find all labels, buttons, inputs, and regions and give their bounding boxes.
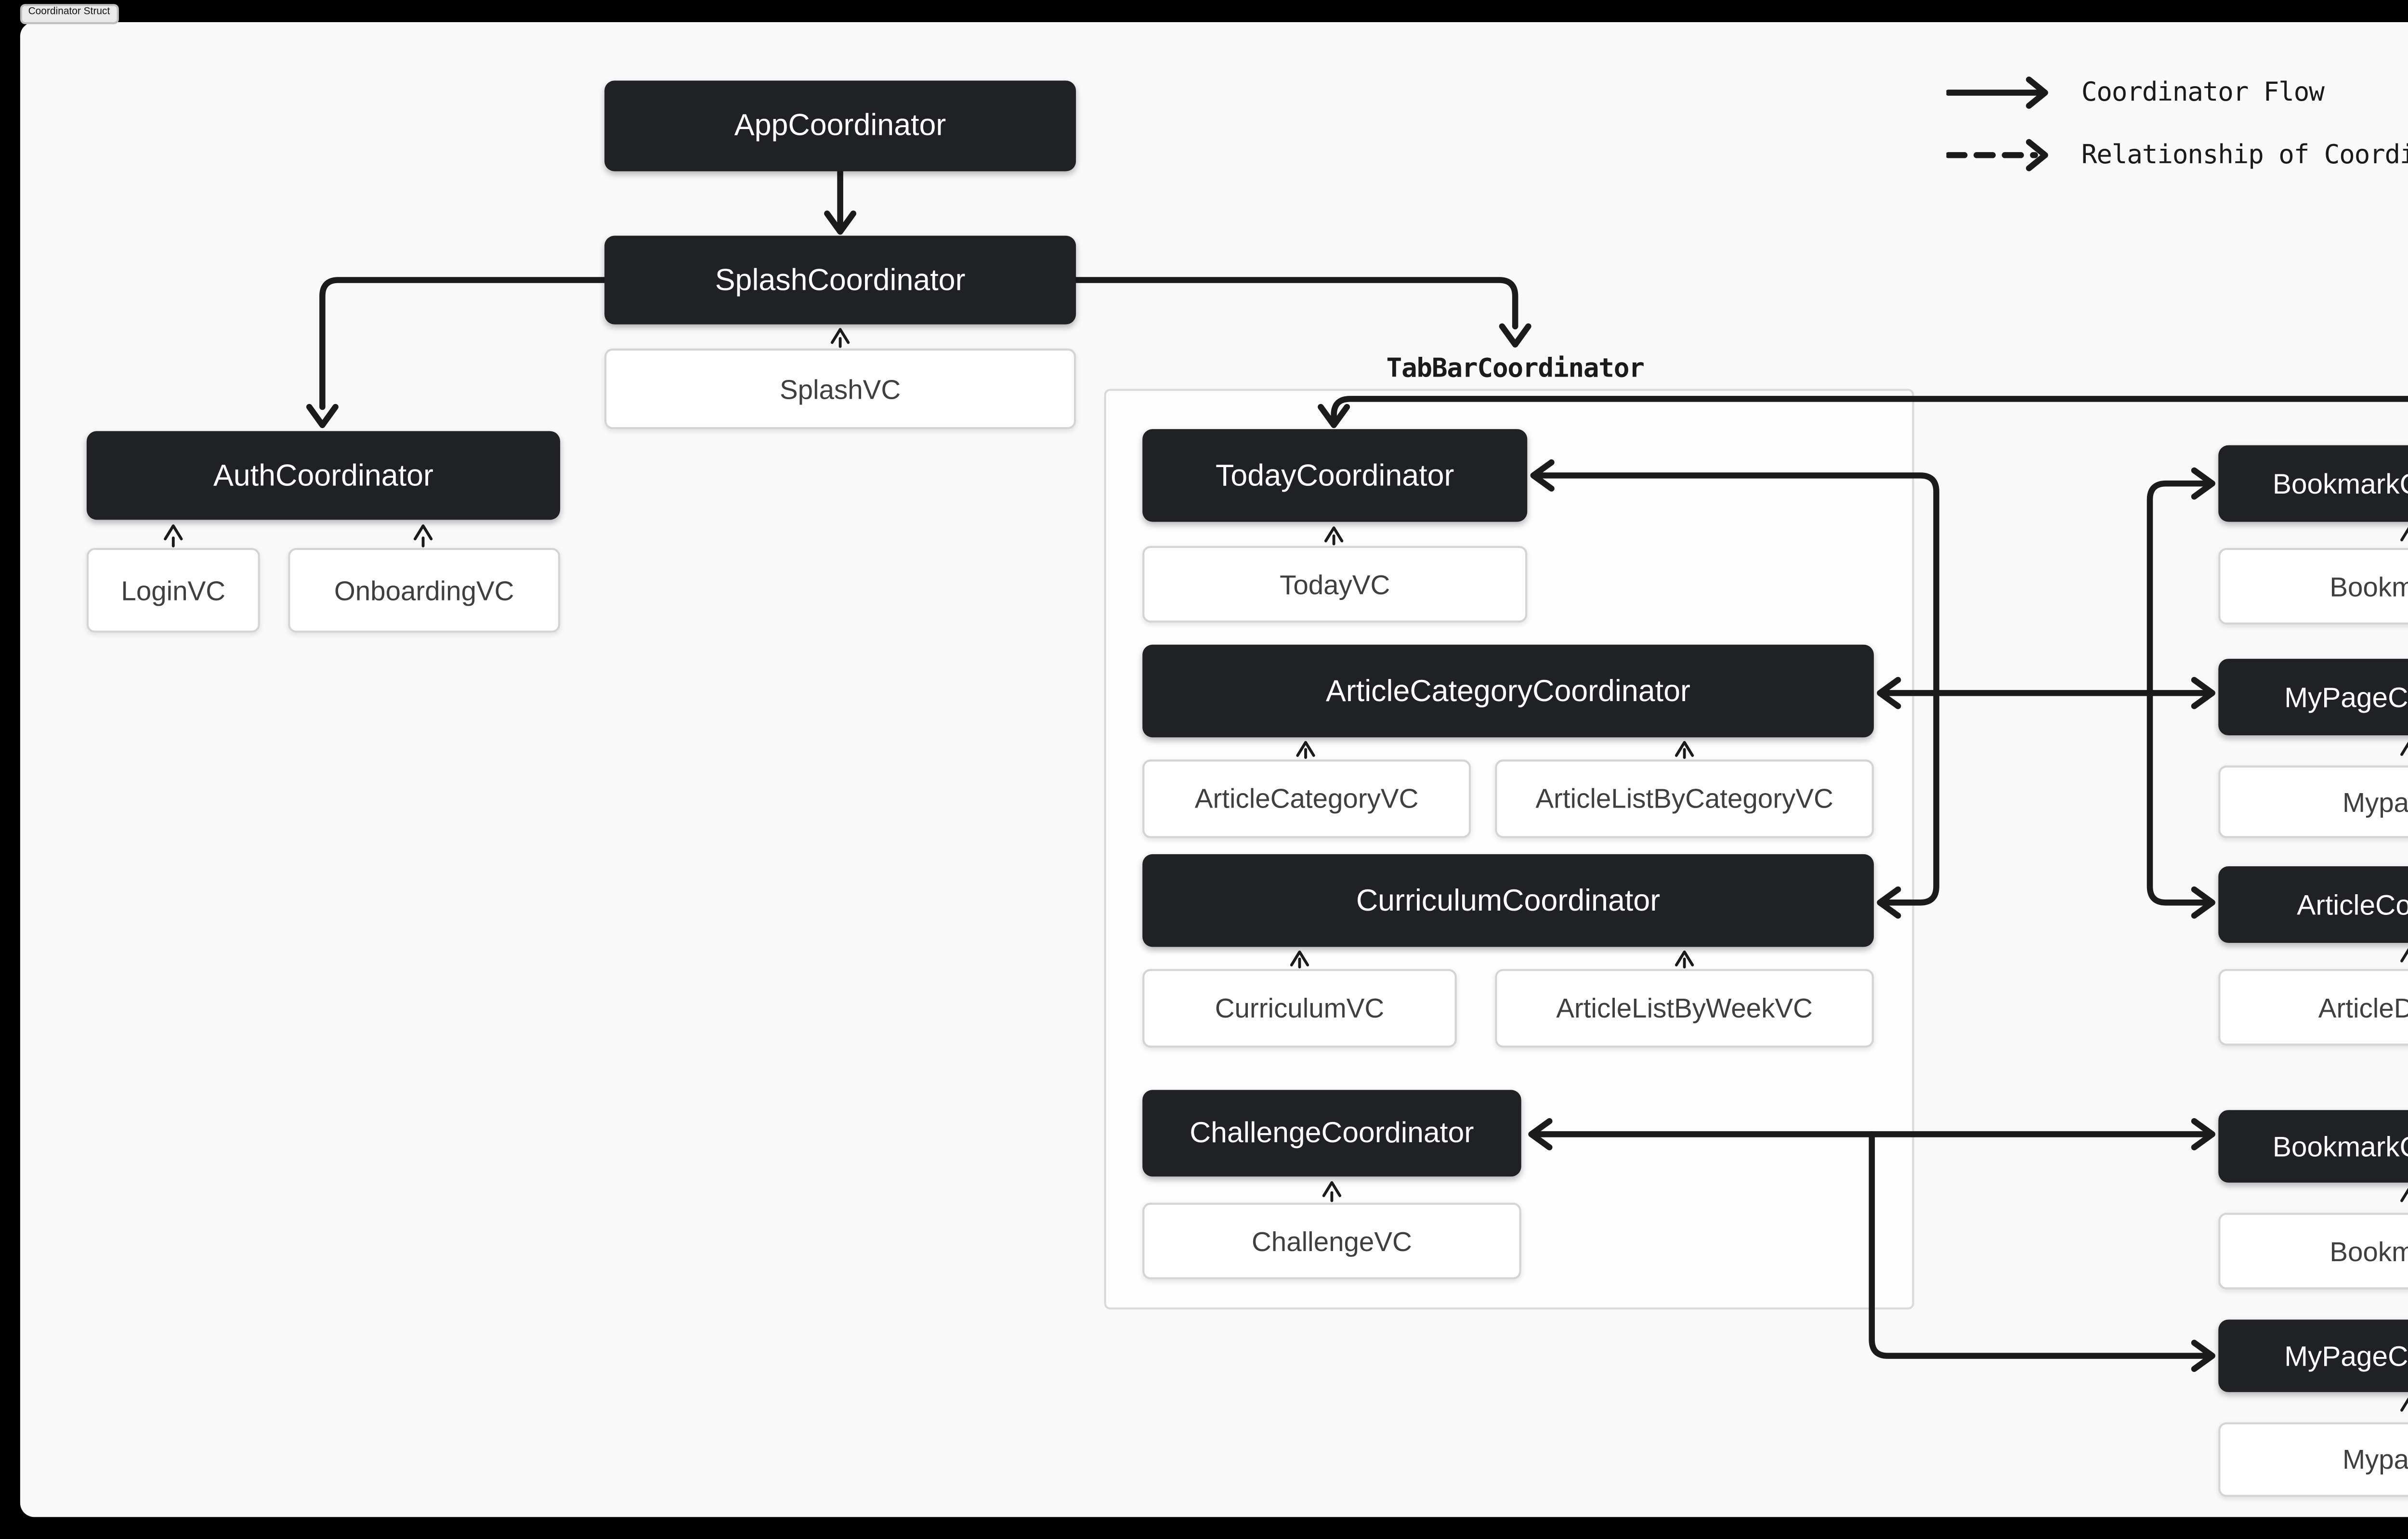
edge-todayvc-to-today[interactable]: [1324, 526, 1344, 546]
mypage-vc-mid[interactable]: MypageVC: [2218, 765, 2408, 838]
app-coordinator[interactable]: AppCoordinator: [604, 80, 1076, 171]
bookmark-vc-bottom[interactable]: BookmarkVC: [2218, 1213, 2408, 1290]
legend-label: Relationship of Coordinator and ViewCont…: [2081, 140, 2408, 170]
bookmark-vc-top[interactable]: BookmarkVC: [2218, 548, 2408, 625]
article-coordinator-mid[interactable]: ArticleCoordinator: [2218, 866, 2408, 943]
challenge-vc[interactable]: ChallengeVC: [1142, 1202, 1521, 1279]
edge-app-to-splash[interactable]: [824, 168, 857, 235]
edge-mypagevc-bottom-to-mypage-bottom[interactable]: [2400, 1397, 2408, 1420]
tabbar-coordinator-label[interactable]: TabBarCoordinator: [1386, 354, 1645, 385]
bookmark-coordinator-bottom[interactable]: BookmarkCoordinator: [2218, 1110, 2408, 1183]
articlelistbycategory-vc[interactable]: ArticleListByCategoryVC: [1495, 759, 1874, 838]
legend-row-coordinator-flow[interactable]: Coordinator Flow: [1946, 73, 2408, 113]
edge-articlelistbyweekvc-to-curriculum[interactable]: [1675, 950, 1694, 969]
auth-coordinator[interactable]: AuthCoordinator: [86, 431, 561, 520]
articlelistbyweek-vc[interactable]: ArticleListByWeekVC: [1495, 969, 1874, 1048]
login-vc[interactable]: LoginVC: [86, 548, 260, 633]
splash-vc[interactable]: SplashVC: [604, 348, 1076, 430]
edge-splashvc-to-splash[interactable]: [830, 328, 850, 348]
mypage-vc-bottom[interactable]: MypageVC: [2218, 1422, 2408, 1497]
edge-bookmarkvc-top-to-bookmark-top[interactable]: [2400, 527, 2408, 546]
edge-today-article-top-track[interactable]: [1318, 396, 2408, 439]
today-coordinator[interactable]: TodayCoordinator: [1142, 429, 1528, 522]
edge-loginvc-to-auth[interactable]: [164, 524, 183, 548]
articlecategory-coordinator[interactable]: ArticleCategoryCoordinator: [1142, 644, 1874, 738]
curriculum-coordinator[interactable]: CurriculumCoordinator: [1142, 854, 1874, 947]
splash-coordinator[interactable]: SplashCoordinator: [604, 235, 1076, 325]
articledetail-vc-mid[interactable]: ArticleDetailVC: [2218, 969, 2408, 1046]
edge-challengevc-to-challenge[interactable]: [1322, 1181, 1342, 1202]
bookmark-coordinator-top[interactable]: BookmarkCoordinator: [2218, 445, 2408, 522]
edge-challenge-mypage-branch[interactable]: [1869, 1131, 2215, 1372]
legend-row-relationship[interactable]: Relationship of Coordinator and ViewCont…: [1946, 135, 2408, 175]
edge-articlecategory-mypage[interactable]: [1877, 677, 2215, 709]
edge-bookmarkvc-bottom-to-bookmark-bottom[interactable]: [2400, 1187, 2408, 1211]
challenge-coordinator[interactable]: ChallengeCoordinator: [1142, 1090, 1521, 1177]
curriculum-vc[interactable]: CurriculumVC: [1142, 969, 1457, 1048]
edge-articlecategoryvc-to-articlecategory[interactable]: [1296, 741, 1315, 759]
edge-articlelistbycategoryvc-to-articlecategory[interactable]: [1675, 741, 1694, 759]
onboarding-vc[interactable]: OnboardingVC: [288, 548, 561, 633]
frame-name-tag[interactable]: Coordinator Struct: [20, 4, 118, 24]
edge-splash-to-tabbar[interactable]: [1073, 277, 1531, 348]
edge-splash-to-auth[interactable]: [306, 277, 608, 429]
edge-bookmark-article-right-track[interactable]: [2146, 467, 2215, 919]
edge-onboardingvc-to-auth[interactable]: [413, 524, 433, 548]
edge-articledetailvc-mid-to-article-mid[interactable]: [2400, 948, 2408, 967]
today-vc[interactable]: TodayVC: [1142, 546, 1528, 623]
edge-curriculumvc-to-curriculum[interactable]: [1290, 950, 1309, 969]
solid-arrow-icon: [1946, 76, 2048, 109]
edge-today-curriculum-track[interactable]: [1530, 459, 1939, 919]
dashed-arrow-icon: [1946, 139, 2048, 171]
legend-label: Coordinator Flow: [2081, 78, 2325, 108]
articlecategory-vc[interactable]: ArticleCategoryVC: [1142, 759, 1471, 838]
legend: Coordinator Flow Relationship of Coordin…: [1946, 73, 2408, 175]
edge-mypagevc-mid-to-mypage-mid[interactable]: [2400, 742, 2408, 764]
mypage-coordinator-bottom[interactable]: MyPageCoordinator: [2218, 1319, 2408, 1392]
mypage-coordinator-mid[interactable]: MyPageCoordinator: [2218, 659, 2408, 736]
